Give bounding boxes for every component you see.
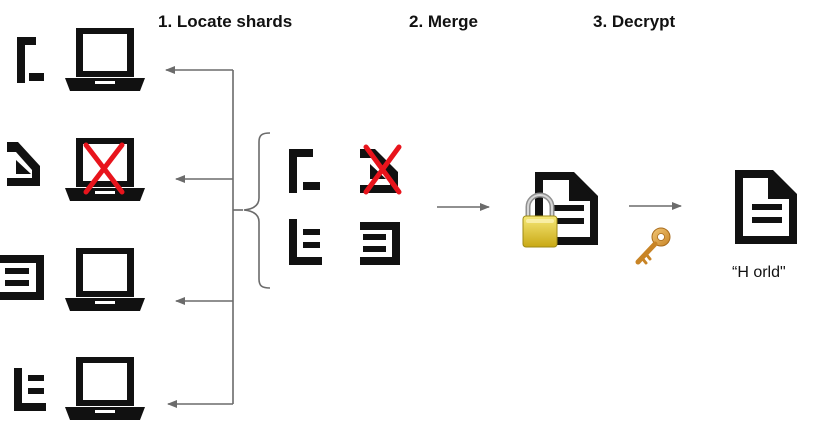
document-shard-icon	[14, 368, 46, 411]
step-label-decrypt: 3. Decrypt	[593, 12, 676, 31]
encrypted-document	[522, 172, 598, 248]
document-icon	[735, 170, 797, 244]
source-node-4	[14, 357, 145, 420]
step-label-locate: 1. Locate shards	[158, 12, 292, 31]
document-icon	[535, 172, 598, 245]
decrypted-document	[735, 170, 797, 244]
padlock-icon	[522, 192, 558, 248]
locate-arrows	[165, 66, 243, 408]
laptop-icon	[65, 248, 145, 311]
laptop-icon	[65, 357, 145, 420]
source-node-2	[7, 138, 145, 201]
document-shard-icon	[289, 219, 322, 265]
key-icon	[635, 227, 671, 265]
gathered-shards	[289, 144, 402, 265]
red-x-icon	[83, 142, 125, 195]
source-node-3	[0, 248, 145, 311]
step-label-merge: 2. Merge	[409, 12, 478, 31]
group-brace	[243, 132, 271, 289]
source-node-1	[17, 28, 145, 91]
laptop-icon	[65, 28, 145, 91]
document-shard-icon	[0, 255, 44, 300]
output-text: “H orld"	[732, 264, 786, 281]
document-shard-icon	[360, 222, 400, 265]
document-shard-icon	[7, 142, 40, 186]
red-x-icon	[363, 144, 402, 195]
document-shard-icon	[17, 37, 44, 83]
document-shard-icon	[289, 149, 320, 193]
